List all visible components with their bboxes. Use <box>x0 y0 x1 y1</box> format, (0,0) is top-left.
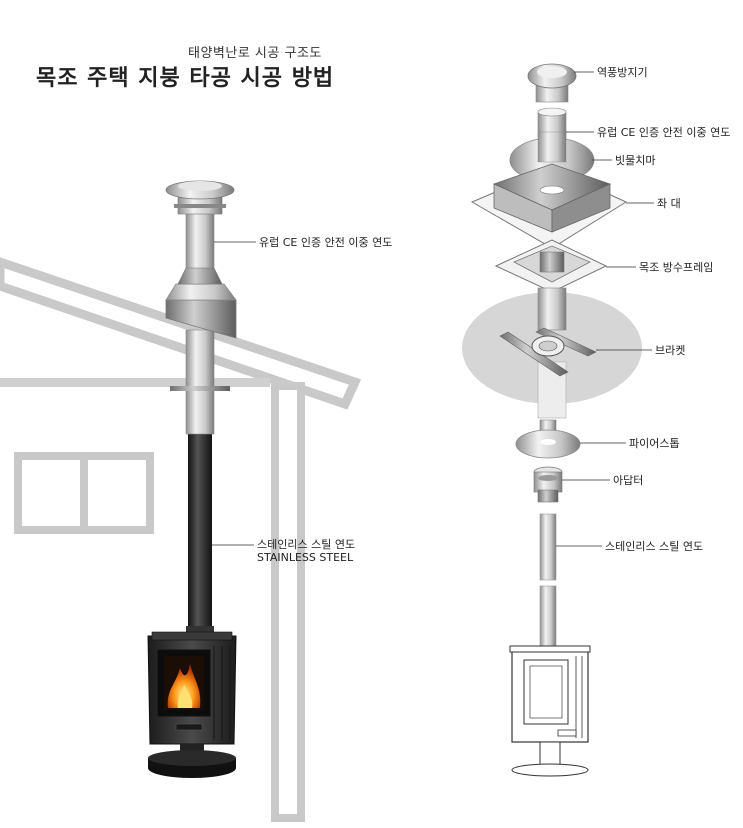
label-rain-skirt: 빗물치마 <box>615 154 656 167</box>
diagram-title: 목조 주택 지붕 타공 시공 방법 <box>36 66 335 91</box>
rain-skirt <box>177 267 223 285</box>
diagram-subtitle: 태양벽난로 시공 구조도 <box>188 46 322 61</box>
wall <box>271 382 305 822</box>
label-stainless-flue-en: STAINLESS STEEL <box>257 551 354 564</box>
label-adapter: 아답터 <box>613 474 644 487</box>
label-stainless-flue-kr: 스테인리스 스틸 연도 <box>257 538 356 551</box>
exploded-view <box>462 63 642 777</box>
label-base-plate: 좌 대 <box>657 197 681 210</box>
right-leader-lines <box>556 71 654 547</box>
firestop-part <box>515 419 581 459</box>
label-stainless-flue-right: 스테인리스 스틸 연도 <box>605 540 704 553</box>
wood-flashing-frame-part <box>494 239 608 293</box>
lower-steel-pipe <box>185 329 215 435</box>
ceiling-firestop-plate <box>170 386 230 391</box>
flashing-cone <box>165 283 237 301</box>
label-firestop: 파이어스톱 <box>629 437 680 450</box>
label-double-flue-right: 유럽 CE 인증 안전 이중 연도 <box>597 126 731 139</box>
label-wood-flashing-frame: 목조 방수프레임 <box>639 261 714 274</box>
label-double-flue-left: 유럽 CE 인증 안전 이중 연도 <box>259 236 393 249</box>
window <box>14 452 154 534</box>
assembled-chimney <box>165 180 237 632</box>
label-bracket: 브라켓 <box>655 344 686 357</box>
stainless-flue-part <box>539 513 557 581</box>
label-backdraft-cap: 역풍방지기 <box>597 66 648 79</box>
black-stove-pipe <box>188 432 212 632</box>
stove-outline <box>509 645 591 777</box>
ceiling-beam <box>0 378 270 387</box>
wood-stove <box>147 626 237 778</box>
bracket-part <box>499 327 597 377</box>
base-plate-part <box>470 163 628 249</box>
backdraft-cap-part <box>527 63 577 103</box>
adapter-part <box>533 466 563 503</box>
house-outline <box>0 257 362 822</box>
roof <box>0 257 362 410</box>
